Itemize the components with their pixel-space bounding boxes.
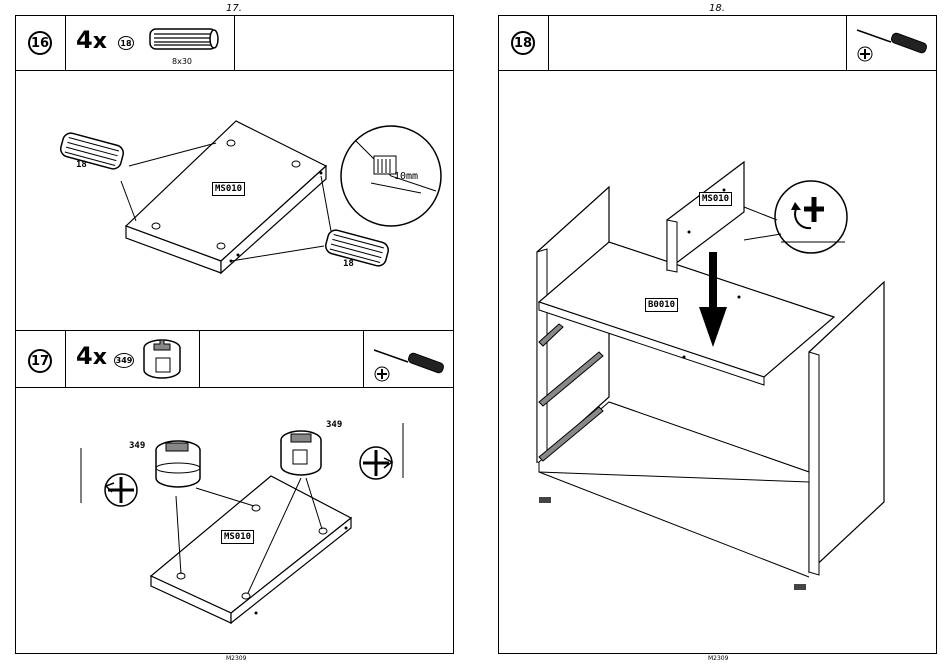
dowel-label: 18: [343, 259, 354, 269]
panel-code: B0010: [645, 298, 678, 312]
step-16-part-ref: 18: [118, 36, 134, 50]
left-page: 16 4x 18 8x30: [15, 15, 454, 654]
screwdriver-icon: [851, 24, 931, 64]
panel-code: MS010: [212, 182, 245, 196]
dowel-label: 18: [76, 160, 87, 170]
dowel-size: 8x30: [172, 57, 192, 66]
step-16-quantity: 4x: [76, 26, 107, 54]
panel-with-dowel-holes: [16, 71, 453, 331]
right-page: 18: [498, 15, 937, 654]
dowel-icon: [324, 228, 390, 267]
panel-code: MS010: [221, 530, 254, 544]
step-17-number: 17: [28, 349, 52, 373]
step-16-number: 16: [28, 31, 52, 55]
step-17-part-ref: 349: [114, 353, 134, 368]
step-18-number: 18: [511, 31, 535, 55]
page-number-right: 18.: [709, 3, 725, 14]
panel-with-cam-holes: [16, 388, 453, 648]
rotate-arrow-icon: [105, 474, 137, 506]
cam-label: 349: [326, 420, 342, 430]
footer-code-left: M2309: [226, 655, 246, 662]
rotate-arrow-icon: [360, 447, 392, 479]
dowel-icon: [148, 26, 220, 52]
panel-code: MS010: [699, 192, 732, 206]
cam-lock-icon: [281, 431, 321, 475]
cam-lock-icon: [156, 441, 200, 487]
measure-label: 10mm: [394, 171, 418, 182]
page-number-left: 17.: [226, 3, 242, 14]
dowel-icon: [59, 131, 125, 170]
step-17-quantity: 4x: [76, 342, 107, 370]
screwdriver-icon: [368, 344, 448, 384]
cabinet-assembly: [499, 72, 936, 652]
cam-lock-icon: [140, 336, 184, 382]
cam-label: 349: [129, 441, 145, 451]
footer-code-right: M2309: [708, 655, 728, 662]
